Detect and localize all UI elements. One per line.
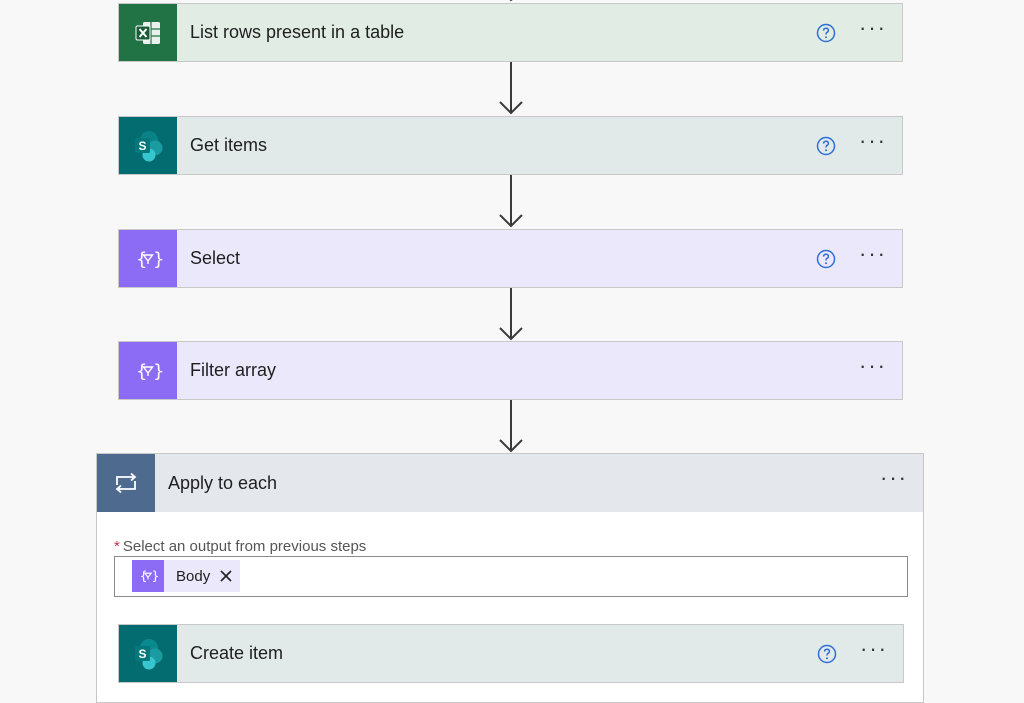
svg-text:{: { [136,249,147,270]
output-field-label-text: Select an output from previous steps [122,538,367,555]
connector-arrow [499,175,523,228]
more-options-button[interactable]: ··· [859,240,887,266]
step-create-item-card[interactable]: S Create item ··· [118,624,904,683]
step-title[interactable]: Get items [190,135,268,155]
svg-text:S: S [138,647,146,661]
help-icon[interactable] [809,625,845,682]
help-icon[interactable] [808,117,844,174]
apply-to-each-header[interactable]: Apply to each ··· [97,454,923,512]
step-title[interactable]: Create item [190,643,284,663]
more-options-button[interactable]: ··· [880,465,908,490]
loop-icon [97,454,155,512]
token-label: Body [176,567,211,585]
step-filter-array-card[interactable]: { } Filter array ··· [118,341,903,400]
excel-icon [119,4,177,61]
data-operation-icon: { } [119,230,177,287]
remove-token-icon[interactable] [216,570,240,582]
output-selector-input[interactable]: { } Body [114,556,908,597]
svg-text:{: { [140,568,148,583]
step-title[interactable]: List rows present in a table [190,22,405,42]
svg-text:}: } [151,568,159,583]
svg-text:S: S [138,139,146,153]
connector-arrow [499,288,523,341]
apply-to-each-title[interactable]: Apply to each [168,472,278,493]
svg-text:{: { [136,361,147,382]
step-list-rows-card[interactable]: List rows present in a table ··· [118,3,903,62]
svg-text:}: } [153,361,163,382]
data-operation-icon: { } [132,560,164,592]
step-get-items-card[interactable]: S Get items ··· [118,116,903,175]
output-field-label: *Select an output from previous steps [114,538,366,555]
more-options-button[interactable]: ··· [859,14,887,40]
help-icon[interactable] [808,4,844,61]
connector-arrow [499,400,523,453]
sharepoint-icon: S [119,117,177,174]
dynamic-content-token[interactable]: { } Body [132,560,241,592]
step-title[interactable]: Filter array [190,360,277,380]
data-operation-icon: { } [119,342,177,399]
more-options-button[interactable]: ··· [860,635,888,661]
help-icon[interactable] [808,230,844,287]
step-select-card[interactable]: { } Select ··· [118,229,903,288]
apply-to-each-container: Apply to each ··· *Select an output from… [96,453,924,703]
step-title[interactable]: Select [190,248,241,268]
required-marker: * [114,538,120,555]
more-options-button[interactable]: ··· [859,127,887,153]
connector-arrow [499,62,523,115]
sharepoint-icon: S [119,625,177,682]
more-options-button[interactable]: ··· [859,352,887,378]
svg-text:}: } [153,249,163,270]
